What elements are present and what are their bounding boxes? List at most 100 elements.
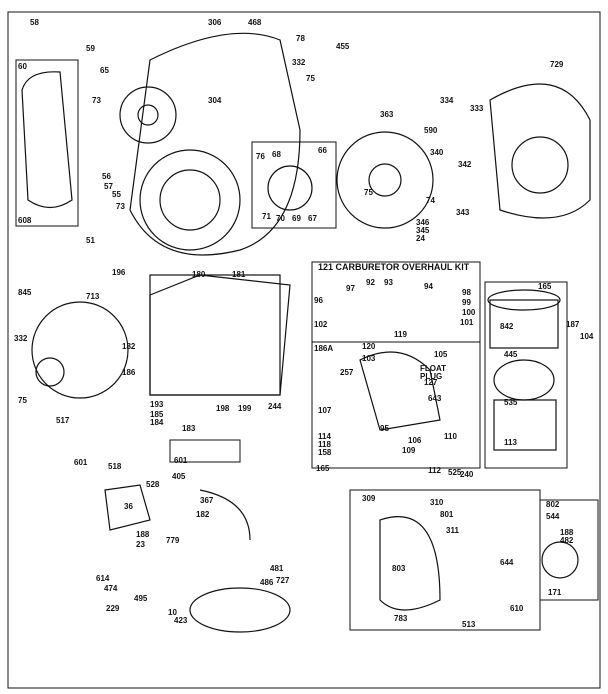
- air-cleaner-cover: [489, 299, 559, 349]
- part-label: 423: [174, 616, 188, 625]
- part-label: 802: [546, 500, 560, 509]
- part-label: 69: [292, 214, 301, 223]
- part-label: 165: [316, 464, 330, 473]
- part-label: 405: [172, 472, 186, 481]
- part-label: 229: [106, 604, 120, 613]
- part-label: 60: [18, 62, 27, 71]
- starter-clutch: [267, 165, 313, 211]
- part-label: 75: [18, 396, 27, 405]
- part-label: 105: [434, 350, 448, 359]
- part-label: 363: [380, 110, 394, 119]
- part-label: 535: [504, 398, 518, 407]
- part-label: 112: [428, 466, 441, 475]
- part-label: 68: [272, 150, 281, 159]
- part-label: 614: [96, 574, 110, 583]
- part-label: 643: [428, 394, 442, 403]
- part-label: 445: [504, 350, 518, 359]
- part-label: 334: [440, 96, 454, 105]
- part-label: 114: [318, 432, 331, 441]
- part-label: 345: [416, 226, 430, 235]
- part-label: 158: [318, 448, 332, 457]
- part-label: 343: [456, 208, 470, 217]
- part-label: 96: [314, 296, 323, 305]
- foam-element: [493, 399, 557, 451]
- part-label: 182: [196, 510, 210, 519]
- part-label: 109: [402, 446, 416, 455]
- part-label: 495: [134, 594, 148, 603]
- part-label: 333: [470, 104, 484, 113]
- air-cleaner-cover-top: [487, 289, 561, 311]
- part-label: 127: [424, 378, 438, 387]
- starter-gear: [541, 541, 579, 579]
- air-cleaner-box: [484, 281, 568, 469]
- part-note-label: FLOAT: [420, 364, 447, 373]
- part-label: 342: [458, 160, 472, 169]
- part-label: 73: [116, 202, 125, 211]
- kit-title: 121 CARBURETOR OVERHAUL KIT: [318, 262, 470, 272]
- part-label: 842: [500, 322, 514, 331]
- part-label: 171: [548, 588, 562, 597]
- part-label: 601: [174, 456, 188, 465]
- part-label: 644: [500, 558, 514, 567]
- part-label: 55: [112, 190, 121, 199]
- part-label: 58: [30, 18, 39, 27]
- part-label: 610: [510, 604, 524, 613]
- part-label: 601: [74, 458, 88, 467]
- part-label: 544: [546, 512, 560, 521]
- part-label: 801: [440, 510, 454, 519]
- part-label: 468: [248, 18, 262, 27]
- part-label: 181: [232, 270, 246, 279]
- crankcase-cover: [489, 83, 591, 219]
- blower-housing-panel-box: [15, 59, 79, 227]
- blower-housing: [129, 32, 301, 256]
- part-label: 67: [308, 214, 317, 223]
- part-label: 608: [18, 216, 32, 225]
- part-label: 306: [208, 18, 222, 27]
- part-label: 713: [86, 292, 100, 301]
- part-label: 183: [182, 424, 196, 433]
- starter-pulley-lower: [35, 357, 65, 387]
- part-label: 346: [416, 218, 430, 227]
- outer-frame: [7, 11, 601, 689]
- part-label: 73: [92, 96, 101, 105]
- part-label: 106: [408, 436, 422, 445]
- part-label: 779: [166, 536, 180, 545]
- part-label: 188: [136, 530, 150, 539]
- part-label: 517: [56, 416, 70, 425]
- part-label: 486: [260, 578, 274, 587]
- part-label: 120: [362, 342, 376, 351]
- governor-link: [199, 489, 251, 541]
- part-label: 783: [394, 614, 408, 623]
- part-label: 186A: [314, 344, 334, 353]
- part-label: 310: [430, 498, 444, 507]
- part-label: 482: [560, 536, 574, 545]
- part-note-label: PLUG: [420, 372, 443, 381]
- part-label: 36: [124, 502, 133, 511]
- part-label: 75: [306, 74, 315, 83]
- part-label: 51: [86, 236, 95, 245]
- part-label: 119: [394, 330, 407, 339]
- part-label: 240: [460, 470, 474, 479]
- part-label: 10: [168, 608, 177, 617]
- carburetor-body: [359, 351, 441, 431]
- part-label: 74: [426, 196, 435, 205]
- muffler-guard: [379, 516, 441, 611]
- part-label: 304: [208, 96, 222, 105]
- part-label: 727: [276, 576, 290, 585]
- part-label: 110: [444, 432, 457, 441]
- part-label: 309: [362, 494, 376, 503]
- part-label: 104: [580, 332, 594, 341]
- flywheel-hub: [368, 163, 402, 197]
- part-label: 193: [150, 400, 164, 409]
- part-label: 59: [86, 44, 95, 53]
- part-label: 23: [136, 540, 145, 549]
- part-label: 70: [276, 214, 285, 223]
- ignition-armature-ring: [189, 587, 291, 633]
- part-label: 113: [504, 438, 517, 447]
- part-label: 182: [122, 342, 136, 351]
- part-label: 188: [560, 528, 574, 537]
- bearing-housing: [511, 136, 569, 194]
- part-label: 100: [462, 308, 476, 317]
- precleaner: [493, 359, 555, 401]
- part-label: 729: [550, 60, 564, 69]
